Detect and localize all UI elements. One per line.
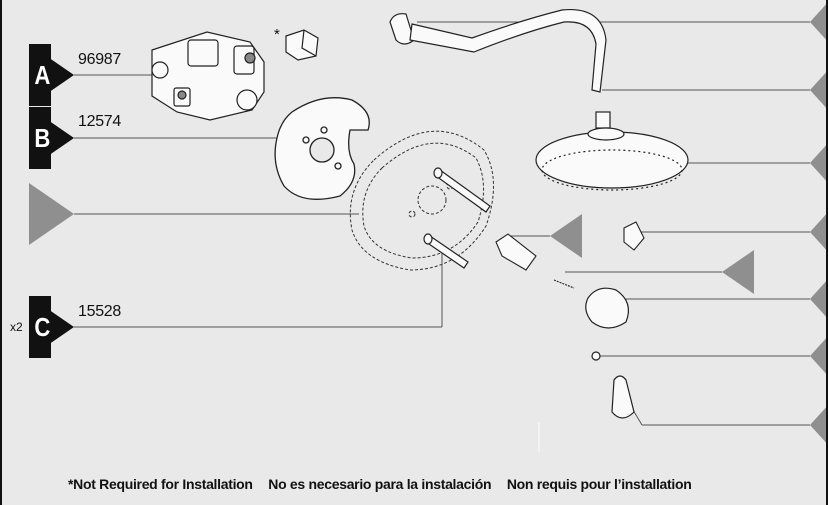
handle-adapter-icon: [495, 233, 575, 289]
footnote-es: No es necesario para la instalación: [268, 476, 492, 492]
footnote-en: *Not Required for Installation: [68, 476, 253, 492]
cartridge-clip-icon: [623, 221, 645, 251]
badge-a-letter: A: [34, 60, 51, 90]
badge-c-shape: [29, 296, 74, 358]
shower-arm-icon: [389, 8, 607, 93]
callout-blank-left: [29, 183, 74, 245]
screw-icon: [423, 167, 491, 269]
callout-triangles-right: [550, 4, 826, 443]
footnote-fr: Non requis pour l’installation: [506, 476, 692, 492]
badge-a-shape: [29, 44, 74, 106]
optional-marker: *: [274, 26, 280, 43]
badge-b-letter: B: [34, 123, 51, 153]
part-number-c: 15528: [78, 303, 121, 320]
valve-body-icon: [151, 31, 265, 121]
handle-icon: [591, 351, 635, 419]
shower-head-icon: [535, 111, 689, 191]
quantity-c: x2: [10, 320, 23, 334]
part-number-a: 96987: [78, 51, 121, 68]
footnote: *Not Required for Installation No es nec…: [2, 476, 826, 492]
badge-b-shape: [29, 107, 74, 169]
part-number-b: 12574: [78, 113, 121, 130]
leader-lines: [74, 21, 810, 426]
plaster-guard-icon: [274, 97, 370, 200]
flange-icon: [585, 287, 629, 329]
stop-cap-icon: [285, 29, 319, 61]
badge-c-letter: C: [34, 312, 51, 342]
